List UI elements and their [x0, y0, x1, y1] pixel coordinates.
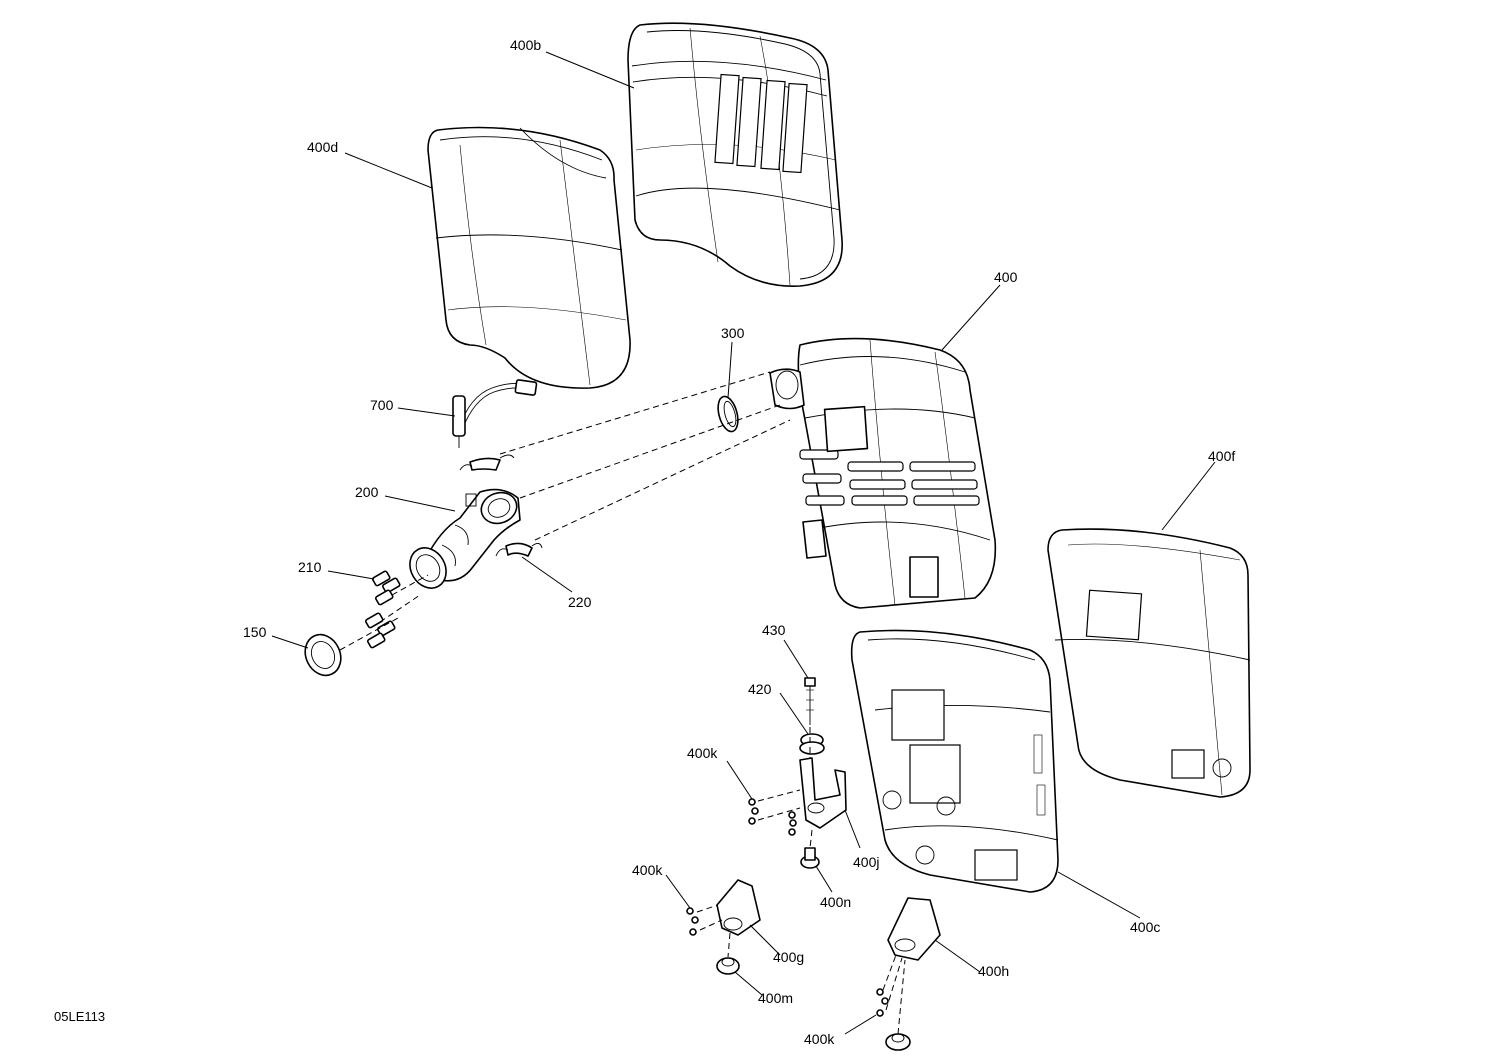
callout-400m: 400m	[758, 990, 793, 1006]
part-400k-screws	[686, 798, 889, 1017]
leader-lines	[271, 51, 1216, 1035]
callout-150: 150	[243, 624, 267, 640]
drawing-code: 05LE113	[54, 1009, 105, 1024]
callout-400: 400	[994, 269, 1018, 285]
part-700-sensor	[452, 379, 538, 448]
callout-400d: 400d	[307, 139, 338, 155]
callout-430: 430	[762, 622, 786, 638]
callout-400k-middle: 400k	[632, 862, 663, 878]
callout-400j: 400j	[853, 854, 879, 870]
part-400m-mount	[716, 957, 740, 975]
part-210-springs	[365, 570, 401, 649]
callout-400k-upper: 400k	[687, 745, 718, 761]
part-430-bolt	[804, 677, 816, 725]
part-200-pipe	[409, 488, 521, 589]
callout-400n: 400n	[820, 894, 851, 910]
callout-200: 200	[355, 484, 379, 500]
part-400h-bracket	[887, 897, 941, 961]
part-420-grommet	[799, 733, 825, 755]
part-400g-bracket	[716, 879, 761, 936]
part-400d-heat-shield	[427, 126, 631, 389]
part-400j-bracket	[799, 757, 847, 829]
assembly-lines	[339, 371, 906, 1035]
part-220-clamp	[459, 454, 543, 557]
part-400b-heat-shield	[627, 22, 843, 287]
part-400f-heat-shield	[1047, 528, 1251, 798]
part-150-ring	[304, 633, 342, 677]
callout-300: 300	[721, 325, 745, 341]
callout-400c: 400c	[1130, 919, 1160, 935]
callout-220: 220	[568, 594, 592, 610]
part-400h-mount	[885, 1033, 911, 1051]
callout-400f: 400f	[1208, 448, 1235, 464]
part-400n-mount	[800, 847, 820, 869]
callout-labels: 400b 400d 400 300 700 200 400f 210 220 1…	[243, 37, 1235, 1047]
callout-400g: 400g	[773, 949, 804, 965]
callout-210: 210	[298, 559, 322, 575]
callout-400k-lower: 400k	[804, 1031, 835, 1047]
callout-420: 420	[748, 681, 772, 697]
part-400-muffler	[769, 337, 997, 609]
part-300-gasket	[717, 395, 739, 433]
callout-400h: 400h	[978, 963, 1009, 979]
callout-700: 700	[370, 397, 394, 413]
callout-400b: 400b	[510, 37, 541, 53]
part-400c-heat-shield	[850, 629, 1059, 893]
